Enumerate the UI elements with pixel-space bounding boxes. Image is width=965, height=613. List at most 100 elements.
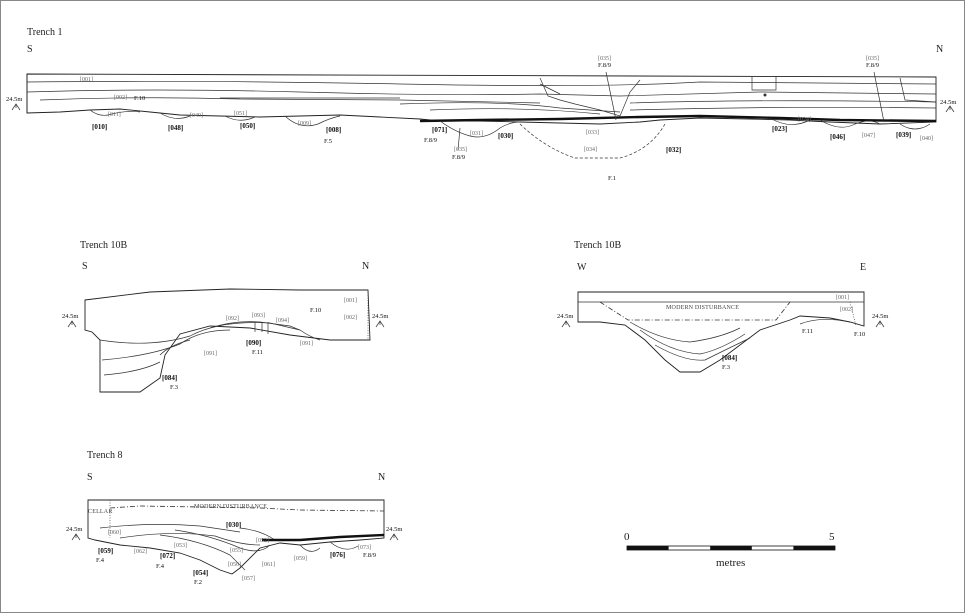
feature-label: F.10 bbox=[134, 95, 145, 102]
context-label: [062] bbox=[134, 549, 147, 555]
trench10b-sn-layer bbox=[159, 339, 191, 356]
context-label: [034] bbox=[584, 147, 597, 153]
feature-label: F.8/9 bbox=[598, 62, 611, 69]
trench1-layer-line bbox=[629, 106, 937, 111]
trench1-layer-line bbox=[629, 100, 937, 104]
trench10b-sn-north-label: N bbox=[362, 261, 369, 272]
context-label: [002] bbox=[840, 307, 853, 313]
trench8-cut bbox=[329, 541, 359, 550]
trench10b-sn-section: Trench 10B S N 24.5m 24.5m [001] [002] F… bbox=[62, 240, 388, 393]
context-label: [002] bbox=[344, 315, 357, 321]
context-label: [002] bbox=[114, 95, 127, 101]
feature-label: F.8/9 bbox=[363, 552, 376, 559]
scale-unit-label: metres bbox=[716, 557, 745, 569]
trench8-north-label: N bbox=[378, 472, 385, 483]
datum-marker-icon bbox=[389, 533, 399, 541]
datum-marker-icon bbox=[67, 320, 77, 328]
trench1-leader bbox=[873, 71, 885, 123]
trench1-layer-line bbox=[26, 80, 937, 86]
context-label: [011] bbox=[108, 112, 121, 118]
scale-bar: 0 5 metres bbox=[624, 531, 836, 569]
trench1-dark-layer bbox=[419, 114, 937, 123]
trench10b-we-west-label: W bbox=[577, 262, 587, 273]
trench10b-we-datum-left: 24.5m bbox=[557, 313, 573, 320]
cut-label: [084] bbox=[162, 374, 177, 382]
trench1-cut bbox=[89, 109, 141, 116]
feature-label: F.3 bbox=[170, 384, 178, 391]
context-label: [001] bbox=[836, 295, 849, 301]
cut-label: [032] bbox=[666, 146, 681, 154]
trench8-layer bbox=[159, 534, 246, 571]
cut-label: [072] bbox=[160, 552, 175, 560]
context-label: [033] bbox=[586, 130, 599, 136]
trench1-cut bbox=[284, 115, 341, 127]
trench10b-we-section: Trench 10B W E MODERN DISTURBANCE 24.5m … bbox=[557, 240, 888, 373]
cut-label: [071] bbox=[432, 126, 447, 134]
datum-marker-icon bbox=[561, 320, 571, 328]
feature-label: F.10 bbox=[854, 331, 865, 338]
scale-bar-segment bbox=[793, 546, 835, 550]
context-label: [091] bbox=[204, 351, 217, 357]
trench1-structure bbox=[751, 76, 777, 91]
trench8-layer bbox=[174, 529, 271, 552]
trench1-north-label: N bbox=[936, 44, 943, 55]
context-label: [031] bbox=[470, 131, 483, 137]
trench10b-we-layer bbox=[799, 319, 851, 325]
feature-label: F.8/9 bbox=[866, 62, 879, 69]
trench10b-we-layer bbox=[849, 301, 857, 327]
trench1-datum-left: 24.5m bbox=[6, 96, 22, 103]
trench10b-sn-layer bbox=[209, 321, 321, 341]
cut-label: [046] bbox=[830, 133, 845, 141]
cut-label: [010] bbox=[92, 123, 107, 131]
feature-label: F.8/9 bbox=[452, 154, 465, 161]
trench1-disturbance bbox=[539, 77, 641, 117]
context-label: [047] bbox=[862, 133, 875, 139]
trench8-modern-disturbance-line bbox=[109, 505, 385, 512]
context-label: [051] bbox=[234, 111, 247, 117]
trench10b-we-layer bbox=[629, 321, 741, 343]
context-label: [040] bbox=[920, 136, 933, 142]
trench1-layer-line bbox=[399, 102, 621, 113]
feature-label: F.11 bbox=[252, 349, 263, 356]
cut-label: [008] bbox=[326, 126, 341, 134]
trench8-title: Trench 8 bbox=[87, 450, 122, 461]
trench1-south-label: S bbox=[27, 44, 33, 55]
trench10b-sn-layer bbox=[99, 322, 301, 344]
trench10b-sn-south-label: S bbox=[82, 261, 88, 272]
context-label: [052] bbox=[256, 538, 269, 544]
context-label: [056] bbox=[228, 562, 241, 568]
trench8-datum-left: 24.5m bbox=[66, 526, 82, 533]
datum-marker-icon bbox=[11, 103, 21, 111]
feature-label: F.8/9 bbox=[424, 137, 437, 144]
scale-bar-segment bbox=[710, 546, 752, 550]
datum-marker-icon bbox=[375, 320, 385, 328]
trench1-cut bbox=[899, 123, 931, 130]
trench10b-sn-layer bbox=[103, 361, 161, 376]
context-label: [035] bbox=[454, 147, 467, 153]
context-label: [009] bbox=[298, 121, 311, 127]
context-label: [057] bbox=[242, 576, 255, 582]
trench1-datum-right: 24.5m bbox=[940, 99, 956, 106]
trench1-pit-f1 bbox=[519, 123, 666, 159]
trench10b-we-title: Trench 10B bbox=[574, 240, 621, 251]
cut-label: [076] bbox=[330, 551, 345, 559]
trench1-layer-line bbox=[899, 77, 937, 103]
feature-label: F.4 bbox=[156, 563, 165, 570]
cut-label: [023] bbox=[772, 125, 787, 133]
datum-marker-icon bbox=[945, 105, 955, 113]
context-label: [091] bbox=[300, 341, 313, 347]
feature-label: F.1 bbox=[608, 175, 616, 182]
trench8-cut bbox=[299, 544, 321, 552]
trench10b-sn-post-holes bbox=[254, 322, 269, 334]
trench8-layer bbox=[239, 527, 276, 541]
trench1-title: Trench 1 bbox=[27, 27, 62, 38]
context-label: [024] bbox=[798, 117, 811, 123]
context-label: [092] bbox=[226, 316, 239, 322]
trench1-layer-line bbox=[539, 83, 561, 95]
datum-marker-icon bbox=[875, 320, 885, 328]
trench8-cellar-label: CELLAR bbox=[88, 509, 113, 515]
context-label: [001] bbox=[80, 77, 93, 83]
cut-label: [090] bbox=[246, 339, 261, 347]
trench10b-we-modern-disturbance bbox=[599, 301, 791, 321]
cut-label: [059] bbox=[98, 547, 113, 555]
